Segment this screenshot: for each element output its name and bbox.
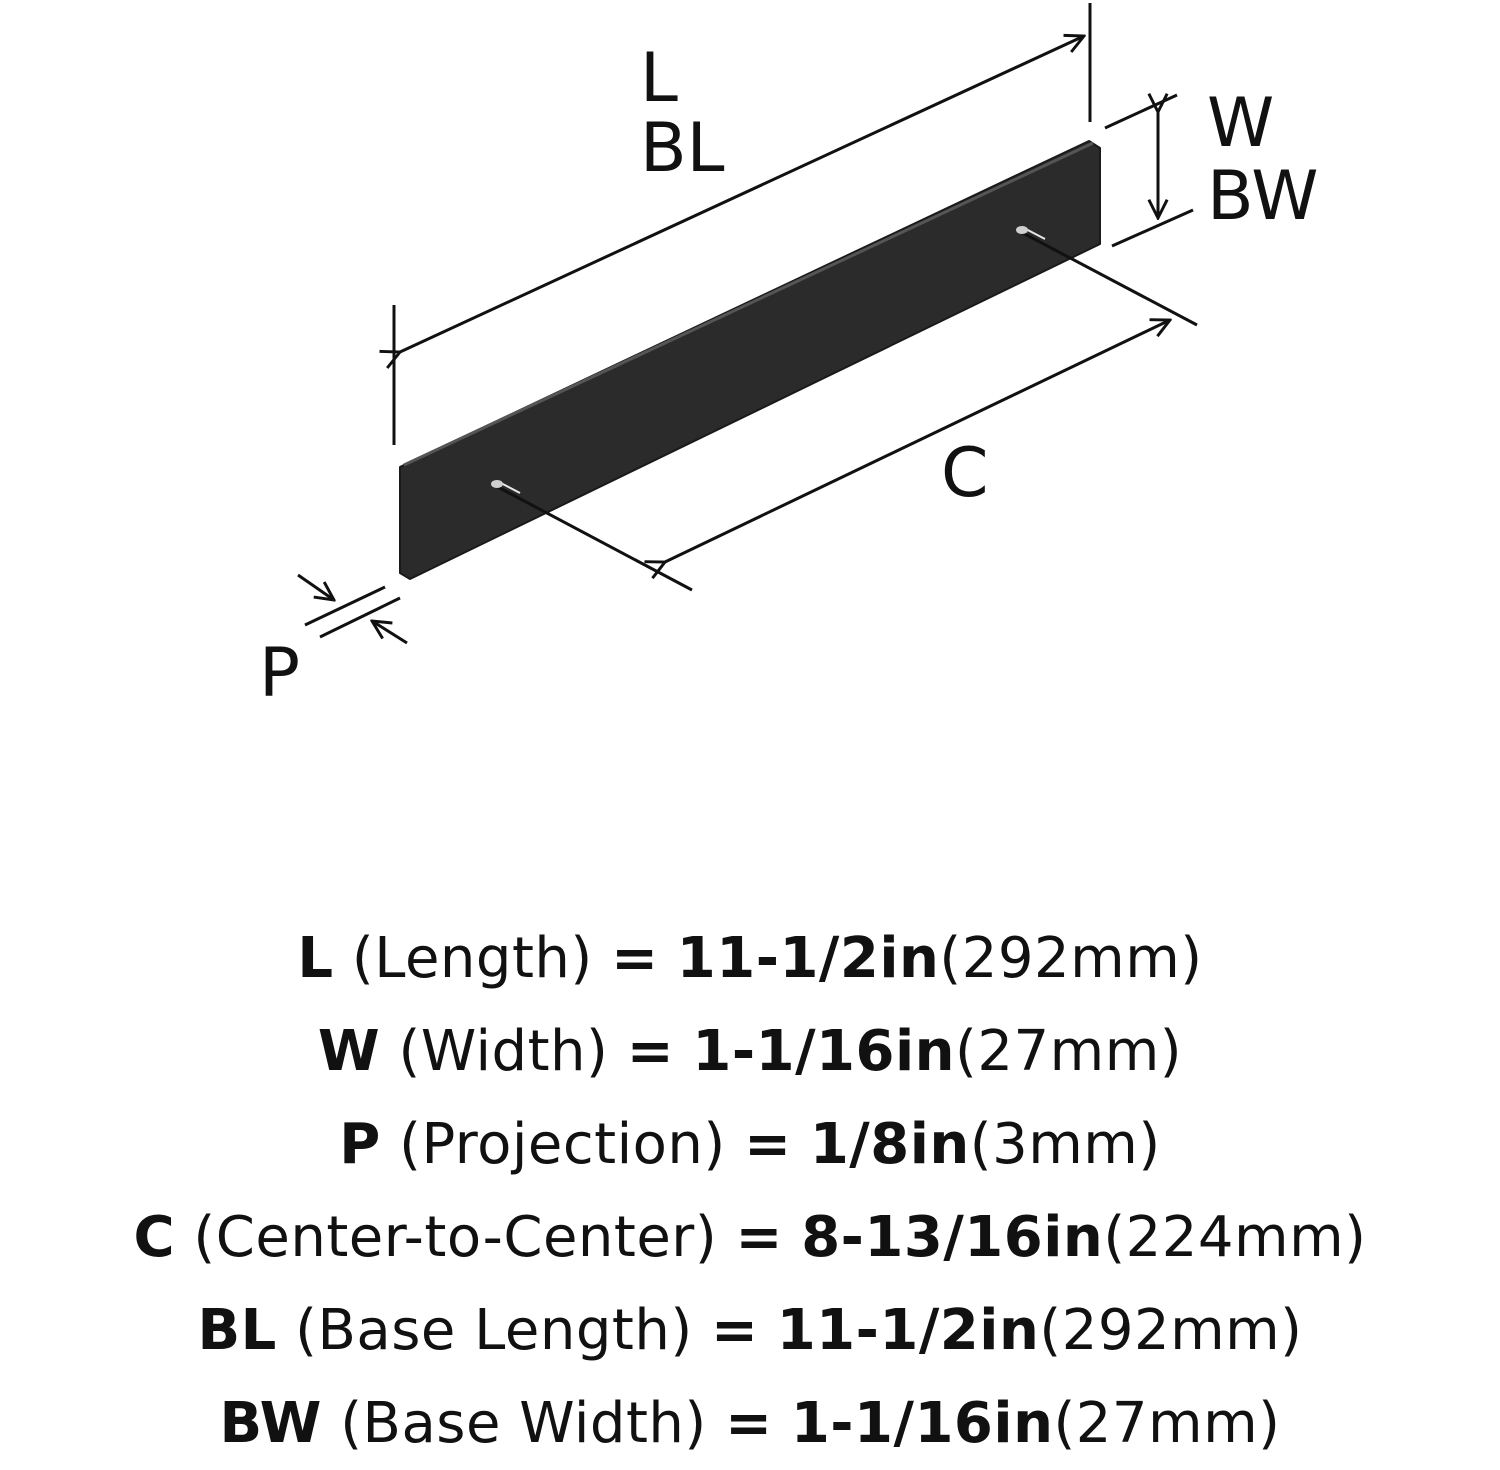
- handle-plate-top-edge: [403, 141, 1094, 467]
- spec-code: BW: [219, 1391, 322, 1456]
- projection-extension-left: [304, 585, 386, 627]
- spec-metric: (27mm): [955, 1019, 1183, 1084]
- width-extension-top: [1104, 93, 1178, 130]
- projection-extension-right: [319, 596, 401, 639]
- spec-imperial: 1/8in: [809, 1112, 970, 1177]
- spec-base-width: BW (Base Width) = 1-1/16in(27mm): [0, 1377, 1500, 1470]
- spec-name: (Base Length): [295, 1298, 693, 1363]
- label-projection: P: [259, 634, 300, 713]
- spec-imperial: 11-1/2in: [776, 1298, 1040, 1363]
- handle-plate: [399, 140, 1101, 580]
- mounting-post-right: [1016, 226, 1198, 327]
- projection-arrow-in-left: [297, 573, 334, 600]
- spec-center-to-center: C (Center-to-Center) = 8-13/16in(224mm): [0, 1191, 1500, 1284]
- label-base-length: BL: [640, 109, 725, 188]
- spec-equals: =: [735, 1205, 783, 1270]
- label-center: C: [941, 434, 988, 513]
- label-base-width: BW: [1207, 157, 1318, 236]
- spec-equals: =: [744, 1112, 792, 1177]
- spec-name: (Base Width): [340, 1391, 707, 1456]
- label-length: L: [640, 39, 678, 118]
- spec-code: L: [297, 926, 334, 991]
- length-dimension-line: [400, 36, 1084, 352]
- spec-code: W: [317, 1019, 381, 1084]
- dimension-diagram: L BL W BW C P: [259, 3, 1318, 713]
- spec-projection: P (Projection) = 1/8in(3mm): [0, 1098, 1500, 1191]
- spec-metric: (224mm): [1103, 1205, 1367, 1270]
- spec-length: L (Length) = 11-1/2in(292mm): [0, 912, 1500, 1005]
- center-dimension-line: [665, 320, 1170, 562]
- spec-imperial: 11-1/2in: [676, 926, 940, 991]
- spec-equals: =: [626, 1019, 675, 1084]
- dimension-spec-list: L (Length) = 11-1/2in(292mm) W (Width) =…: [0, 912, 1500, 1470]
- spec-equals: =: [611, 926, 659, 991]
- spec-code: BL: [197, 1298, 277, 1363]
- spec-metric: (3mm): [969, 1112, 1161, 1177]
- spec-base-length: BL (Base Length) = 11-1/2in(292mm): [0, 1284, 1500, 1377]
- spec-width: W (Width) = 1-1/16in(27mm): [0, 1005, 1500, 1098]
- spec-name: (Center-to-Center): [193, 1205, 718, 1270]
- width-extension-bottom: [1111, 208, 1194, 248]
- spec-name: (Projection): [399, 1112, 726, 1177]
- spec-metric: (292mm): [1039, 1298, 1303, 1363]
- spec-code: C: [133, 1205, 176, 1270]
- projection-arrow-in-right: [372, 621, 408, 645]
- spec-metric: (27mm): [1053, 1391, 1281, 1456]
- spec-metric: (292mm): [939, 926, 1203, 991]
- spec-equals: =: [710, 1298, 759, 1363]
- spec-name: (Length): [351, 926, 593, 991]
- spec-imperial: 1-1/16in: [790, 1391, 1054, 1456]
- spec-equals: =: [725, 1391, 773, 1456]
- spec-imperial: 1-1/16in: [692, 1019, 956, 1084]
- spec-name: (Width): [398, 1019, 609, 1084]
- spec-code: P: [339, 1112, 381, 1177]
- label-width: W: [1207, 84, 1274, 163]
- spec-imperial: 8-13/16in: [801, 1205, 1104, 1270]
